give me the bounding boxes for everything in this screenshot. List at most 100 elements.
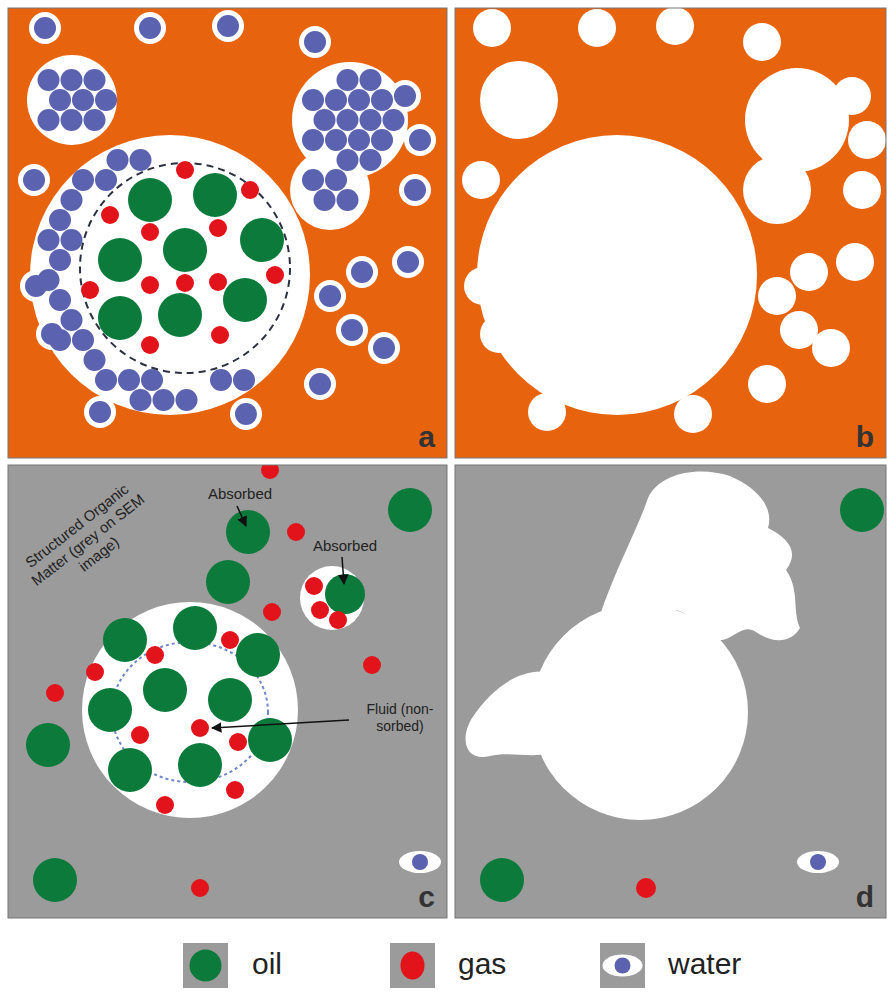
oil-molecule <box>240 218 284 262</box>
gas-molecule <box>305 577 323 595</box>
water-molecule <box>72 89 94 111</box>
oil-molecule <box>33 858 77 902</box>
gas-molecule <box>329 611 347 629</box>
water-molecule <box>351 261 373 283</box>
annotation-label: Absorbed <box>208 485 272 503</box>
water-molecule <box>210 369 232 391</box>
water-molecule <box>337 149 359 171</box>
water-molecule <box>371 129 393 151</box>
pore-space <box>480 315 518 353</box>
oil-molecule <box>178 743 222 787</box>
pore-space <box>836 243 874 281</box>
water-molecule <box>84 69 106 91</box>
annotation-label: Fluid (non-sorbed) <box>355 701 445 735</box>
water-molecule <box>309 373 331 395</box>
gas-molecule <box>46 684 64 702</box>
pore-space <box>748 365 786 403</box>
pore-space <box>780 311 818 349</box>
panel-border <box>455 8 886 458</box>
oil-molecule <box>173 606 217 650</box>
water-molecule <box>217 15 239 37</box>
legend-swatch <box>600 943 645 988</box>
gas-molecule <box>191 879 209 897</box>
pore-space <box>82 602 298 818</box>
water-molecule <box>49 209 71 231</box>
water-molecule <box>61 229 83 251</box>
legend-swatch <box>603 955 643 977</box>
water-molecule <box>409 129 431 151</box>
water-molecule <box>41 323 63 345</box>
pore-space <box>134 12 166 44</box>
oil-molecule <box>480 858 524 902</box>
legend-swatch <box>615 958 631 974</box>
pore-space <box>29 12 61 44</box>
water-molecule <box>72 169 94 191</box>
gas-molecule <box>101 206 119 224</box>
water-molecule <box>49 249 71 271</box>
pore-space <box>299 26 331 58</box>
water-molecule <box>61 109 83 131</box>
oil-molecule <box>158 293 202 337</box>
pore-space <box>848 121 886 159</box>
water-molecule <box>325 89 347 111</box>
panel-border <box>455 465 886 918</box>
water-molecule <box>412 854 428 870</box>
oil-molecule <box>206 560 250 604</box>
panel-letter: d <box>856 882 874 912</box>
pore-space <box>404 124 436 156</box>
pore-space <box>790 253 828 291</box>
water-molecule <box>107 149 129 171</box>
water-molecule <box>319 285 341 307</box>
water-molecule <box>95 169 117 191</box>
water-molecule <box>72 329 94 351</box>
water-molecule <box>49 289 71 311</box>
pore-space <box>464 267 502 305</box>
water-molecule <box>360 109 382 131</box>
gas-molecule <box>241 181 259 199</box>
oil-molecule <box>840 488 884 532</box>
gas-molecule <box>176 274 194 292</box>
oil-molecule <box>128 178 172 222</box>
water-molecule <box>233 369 255 391</box>
water-molecule <box>337 69 359 91</box>
oil-molecule <box>163 228 207 272</box>
rock-ground <box>8 8 447 458</box>
pore-space <box>743 23 781 61</box>
oil-molecule <box>98 296 142 340</box>
water-molecule <box>25 275 47 297</box>
water-molecule <box>95 89 117 111</box>
gas-molecule <box>156 796 174 814</box>
water-molecule <box>348 129 370 151</box>
pore-space <box>745 68 849 172</box>
oil-molecule <box>388 488 432 532</box>
panel-letter: c <box>418 882 435 912</box>
pore-space <box>477 135 757 415</box>
water-molecule <box>325 129 347 151</box>
pore-space <box>346 256 378 288</box>
water-molecule <box>341 319 363 341</box>
pore-space <box>84 396 116 428</box>
water-molecule <box>176 389 198 411</box>
gas-molecule <box>363 656 381 674</box>
oil-molecule <box>88 688 132 732</box>
legend-swatch <box>401 952 425 980</box>
water-molecule <box>348 89 370 111</box>
legend-swatch <box>390 943 435 988</box>
pore-space <box>336 314 368 346</box>
water-molecule <box>61 69 83 91</box>
water-molecule <box>397 251 419 273</box>
gas-molecule <box>221 631 239 649</box>
water-molecule <box>235 403 257 425</box>
gas-molecule <box>311 601 329 619</box>
water-molecule <box>404 179 426 201</box>
annotation-label: Structured Organic Matter (grey on SEM i… <box>12 473 163 608</box>
water-molecule <box>394 85 416 107</box>
water-molecule <box>141 369 163 391</box>
water-molecule <box>38 229 60 251</box>
gas-molecule <box>209 273 227 291</box>
water-molecule <box>383 109 405 131</box>
water-pore <box>399 851 441 873</box>
pore-space <box>674 395 712 433</box>
pore-space <box>656 8 694 45</box>
gas-molecule <box>141 336 159 354</box>
